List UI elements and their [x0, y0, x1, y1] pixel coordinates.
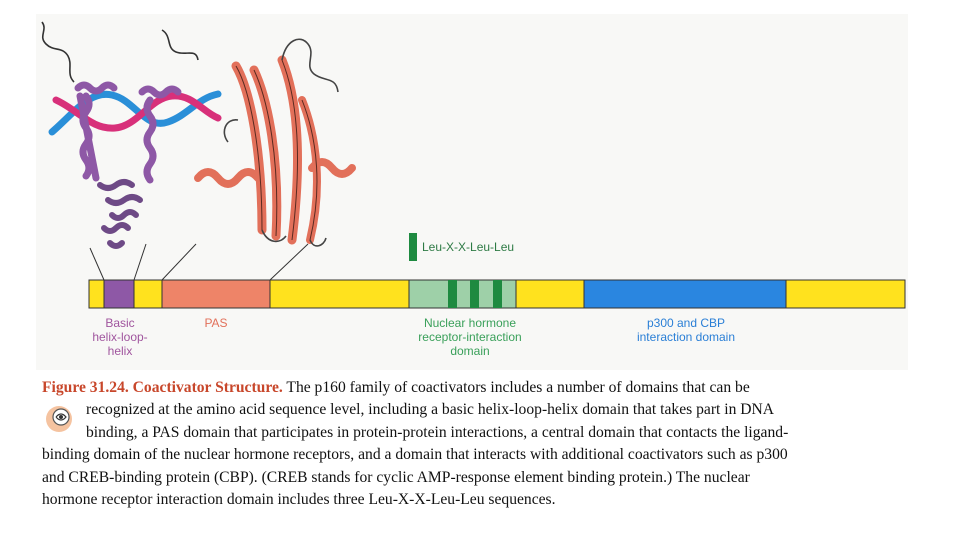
leu-motif-1	[448, 280, 457, 308]
motif-label: Leu-X-X-Leu-Leu	[422, 240, 515, 254]
connector-lines	[89, 243, 309, 281]
caption-line-5: and CREB-binding protein (CBP). (CREB st…	[42, 468, 750, 486]
pas-helix	[194, 158, 356, 188]
bhlh-helix-left	[74, 81, 118, 182]
bhlh-dna-structure	[41, 21, 222, 249]
animation-icon[interactable]	[44, 404, 74, 434]
motif-legend-swatch	[409, 233, 417, 261]
domain-label-cbp: p300 and CBP interaction domain	[636, 316, 736, 344]
leu-motif-3	[493, 280, 502, 308]
caption-line-2: recognized at the amino acid sequence le…	[86, 401, 775, 419]
domain-diagram	[41, 21, 906, 309]
bhlh-coil	[41, 21, 199, 83]
domain-label-pas: PAS	[204, 316, 228, 330]
domain-bar	[88, 279, 906, 309]
caption-title: Figure 31.24. Coactivator Structure.	[42, 379, 283, 396]
bhlh-segment	[103, 279, 135, 309]
caption-line-4: binding domain of the nuclear hormone re…	[42, 446, 788, 464]
caption-line-6: hormone receptor interaction domain incl…	[42, 491, 556, 509]
bhlh-helix-right	[138, 85, 182, 184]
pas-structure	[194, 38, 356, 247]
pas-segment	[161, 279, 271, 309]
caption-line-1: The p160 family of coactivators includes…	[282, 379, 750, 396]
figure-caption: Figure 31.24. Coactivator Structure. The…	[42, 377, 937, 511]
cbp-segment	[583, 279, 787, 309]
caption-line-3: binding, a PAS domain that participates …	[86, 423, 789, 441]
bhlh-helix-lower	[97, 179, 143, 249]
leu-motif-2	[470, 280, 479, 308]
pas-coil	[223, 38, 339, 247]
figure-panel	[36, 14, 908, 370]
domain-label-nr: Nuclear hormone receptor-interaction dom…	[418, 316, 522, 358]
domain-label-bhlh: Basic helix-loop- helix	[92, 316, 148, 358]
pas-outline	[235, 59, 318, 241]
